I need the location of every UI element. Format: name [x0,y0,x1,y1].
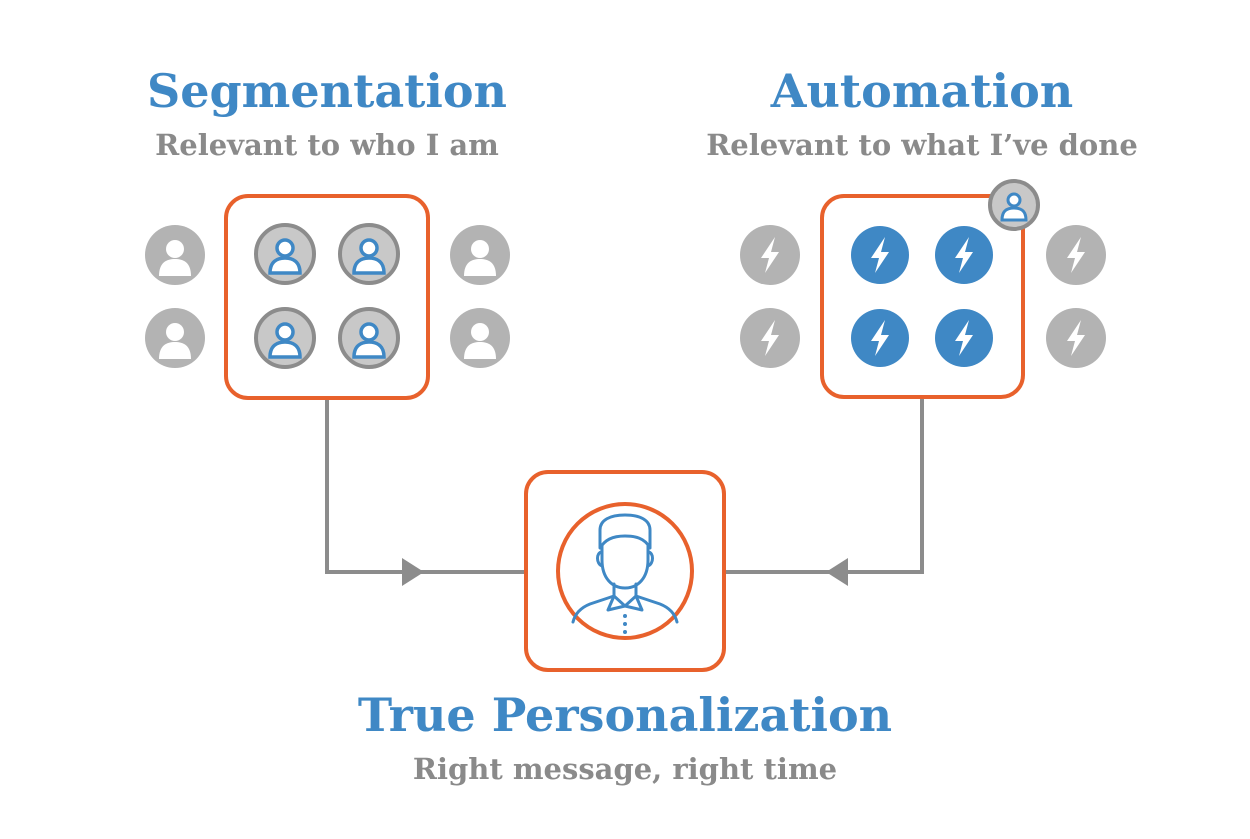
lightning-icon [740,308,800,368]
person-icon [254,223,316,285]
automation-subtitle: Relevant to what I’ve done [706,128,1138,162]
lightning-icon [740,225,800,285]
lightning-icon [1046,308,1106,368]
lightning-icon [935,309,993,367]
person-icon [450,225,510,285]
lightning-icon [935,226,993,284]
person-icon [254,307,316,369]
segmentation-subtitle: Relevant to who I am [155,128,499,162]
person-icon [450,308,510,368]
segmentation-title: Segmentation [147,64,507,118]
lightning-icon [851,226,909,284]
automation-box [820,194,1025,399]
personalization-title: True Personalization [357,688,893,742]
automation-title: Automation [770,64,1074,118]
segmentation-selected-people [254,223,400,369]
arrowhead-left-icon [826,558,848,586]
person-icon [145,308,205,368]
person-icon [338,307,400,369]
automation-selected-events [851,226,993,367]
person-icon [145,225,205,285]
segmentation-outside-people [145,225,510,368]
personalization-subtitle: Right message, right time [412,752,838,786]
arrowhead-right-icon [402,558,424,586]
person-icon [338,223,400,285]
connector-right [724,398,924,586]
lightning-icon [851,309,909,367]
lightning-icon [1046,225,1106,285]
connector-left [325,398,526,586]
automation-outside-events [740,225,1106,368]
person-badge-icon [988,179,1040,231]
man-portrait-icon [556,502,694,640]
segmentation-box [224,194,430,400]
